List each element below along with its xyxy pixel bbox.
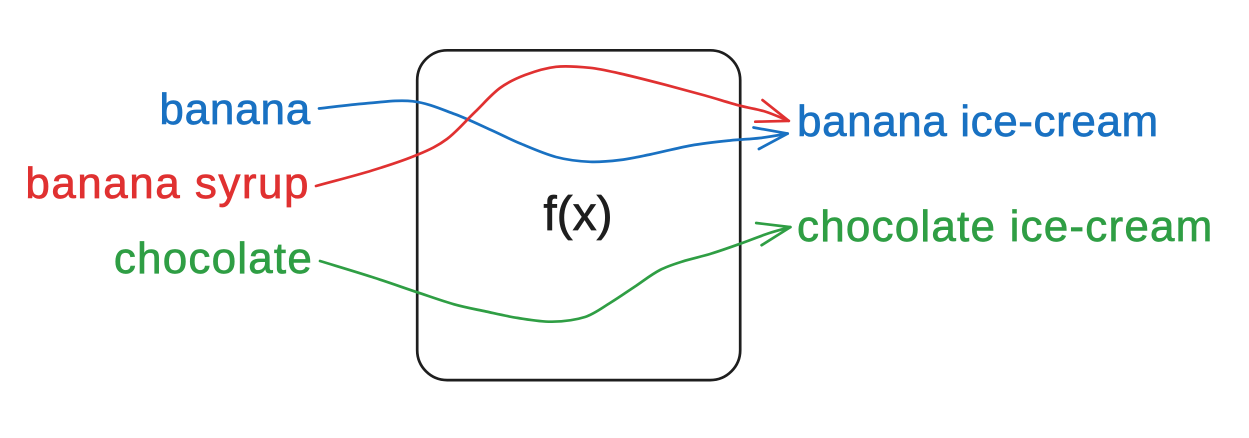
svg-text:banana syrup: banana syrup [25,159,310,208]
svg-text:chocolate ice-cream: chocolate ice-cream [797,202,1214,251]
svg-text:banana: banana [159,85,311,134]
svg-text:chocolate: chocolate [114,234,313,283]
svg-text:f(x): f(x) [543,188,612,241]
svg-text:banana ice-cream: banana ice-cream [797,97,1159,146]
